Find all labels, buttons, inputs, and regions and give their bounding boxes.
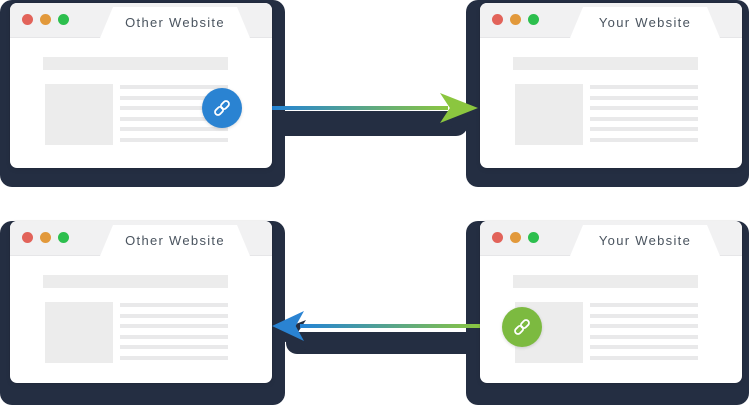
placeholder-line <box>590 106 698 110</box>
placeholder-line <box>120 85 228 89</box>
placeholder-heading-bar <box>513 275 698 288</box>
browser-tab[interactable]: Other Website <box>100 225 250 256</box>
tab-title: Other Website <box>125 233 225 248</box>
browser-header: Your Website <box>480 221 742 256</box>
link-arrow-left-line <box>300 324 482 328</box>
placeholder-line <box>120 95 228 100</box>
placeholder-line <box>590 95 698 100</box>
maximize-dot[interactable] <box>58 232 69 243</box>
close-dot[interactable] <box>492 14 503 25</box>
placeholder-line <box>120 106 228 110</box>
browser-tab[interactable]: Other Website <box>100 7 250 38</box>
browser-header: Other Website <box>10 221 272 256</box>
placeholder-line <box>120 334 228 339</box>
link-arrow-right-line <box>272 106 448 110</box>
browser-window-your-top: Your Website <box>480 3 742 168</box>
close-dot[interactable] <box>492 232 503 243</box>
link-icon <box>214 100 230 116</box>
placeholder-line <box>120 313 228 318</box>
placeholder-line <box>590 116 698 121</box>
window-controls <box>492 14 539 25</box>
link-badge-green[interactable] <box>502 307 542 347</box>
placeholder-line <box>120 116 228 121</box>
minimize-dot[interactable] <box>40 14 51 25</box>
browser-window-other-bottom: Other Website <box>10 221 272 383</box>
maximize-dot[interactable] <box>58 14 69 25</box>
browser-header: Other Website <box>10 3 272 38</box>
window-controls <box>492 232 539 243</box>
page-content-placeholder <box>480 256 742 383</box>
link-icon <box>514 319 530 335</box>
minimize-dot[interactable] <box>510 232 521 243</box>
placeholder-line <box>590 345 698 349</box>
placeholder-line <box>120 324 228 328</box>
placeholder-text-lines <box>590 303 698 360</box>
placeholder-text-lines <box>120 303 228 360</box>
tab-title: Your Website <box>598 15 692 30</box>
minimize-dot[interactable] <box>510 14 521 25</box>
placeholder-line <box>590 324 698 328</box>
window-controls <box>22 232 69 243</box>
placeholder-line <box>120 303 228 307</box>
placeholder-heading-bar <box>43 57 228 70</box>
browser-window-your-bottom: Your Website <box>480 221 742 383</box>
placeholder-image-block <box>45 84 113 145</box>
placeholder-image-block <box>515 84 583 145</box>
placeholder-image-block <box>45 302 113 363</box>
placeholder-line <box>590 313 698 318</box>
page-content-placeholder <box>10 256 272 383</box>
maximize-dot[interactable] <box>528 14 539 25</box>
browser-window-other-top: Other Website <box>10 3 272 168</box>
close-dot[interactable] <box>22 232 33 243</box>
window-controls <box>22 14 69 25</box>
placeholder-heading-bar <box>43 275 228 288</box>
placeholder-line <box>120 127 228 131</box>
close-dot[interactable] <box>22 14 33 25</box>
page-content-placeholder <box>480 38 742 168</box>
placeholder-line <box>590 127 698 131</box>
tab-title: Your Website <box>598 233 692 248</box>
placeholder-line <box>590 334 698 339</box>
placeholder-line <box>590 137 698 142</box>
browser-tab[interactable]: Your Website <box>570 7 720 38</box>
link-badge-blue[interactable] <box>202 88 242 128</box>
arrow-shadow-bar <box>286 332 482 354</box>
placeholder-line <box>590 355 698 360</box>
placeholder-line <box>120 345 228 349</box>
browser-tab[interactable]: Your Website <box>570 225 720 256</box>
placeholder-text-lines <box>590 85 698 142</box>
placeholder-line <box>120 137 228 142</box>
minimize-dot[interactable] <box>40 232 51 243</box>
placeholder-line <box>590 85 698 89</box>
tab-title: Other Website <box>125 15 225 30</box>
placeholder-heading-bar <box>513 57 698 70</box>
page-content-placeholder <box>10 38 272 168</box>
placeholder-text-lines <box>120 85 228 142</box>
browser-header: Your Website <box>480 3 742 38</box>
maximize-dot[interactable] <box>528 232 539 243</box>
arrow-shadow-bar <box>270 111 468 136</box>
placeholder-line <box>590 303 698 307</box>
placeholder-line <box>120 355 228 360</box>
